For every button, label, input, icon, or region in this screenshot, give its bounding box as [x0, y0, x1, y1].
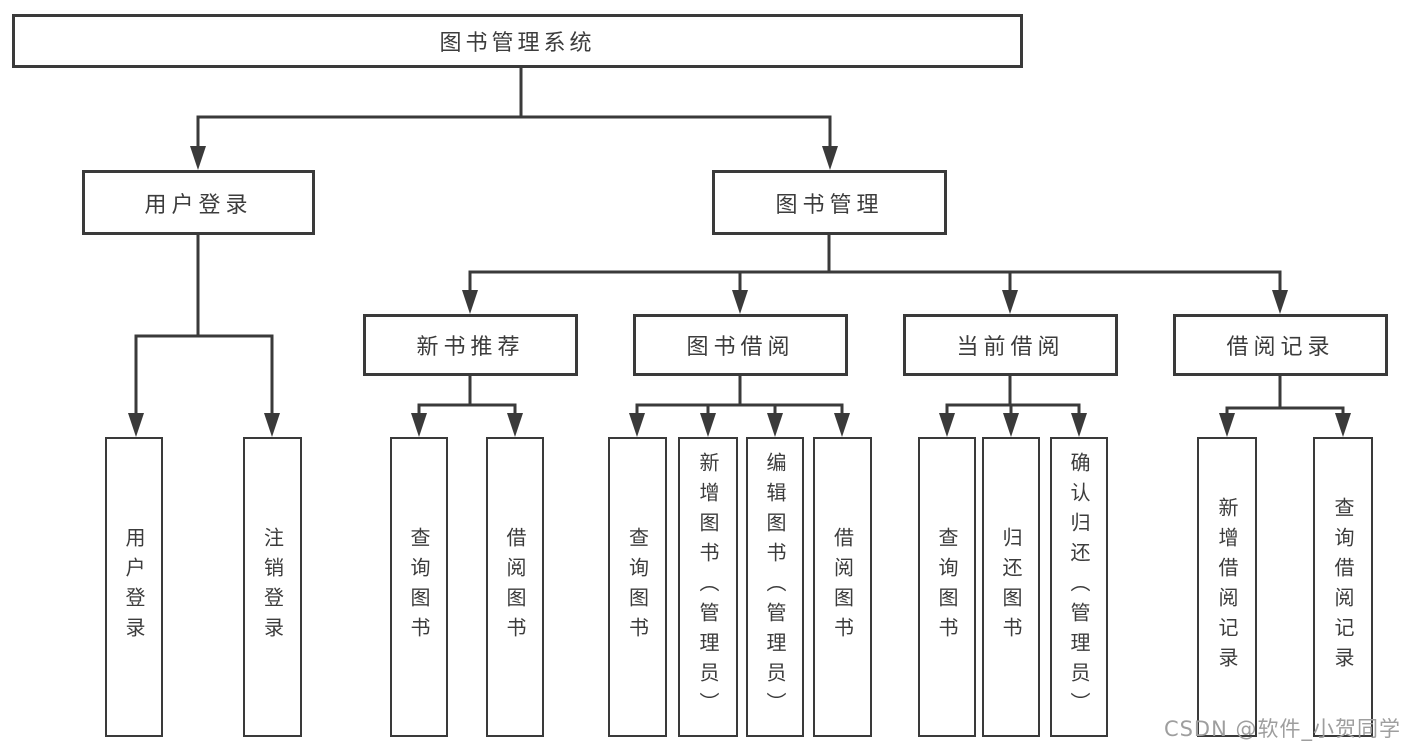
leaf-add-books-admin: 新增图书（管理员） [678, 437, 738, 737]
leaf-return-books: 归还图书 [982, 437, 1040, 737]
arrowhead-icon [767, 413, 783, 437]
arrowhead-icon [629, 413, 645, 437]
leaf-label: 注销登录 [260, 527, 285, 647]
leaf-logout: 注销登录 [243, 437, 302, 737]
arrowhead-icon [1071, 413, 1087, 437]
node-book-borrow: 图书借阅 [633, 314, 848, 376]
leaf-edit-books-admin: 编辑图书（管理员） [746, 437, 804, 737]
leaf-label: 确认归还（管理员） [1067, 452, 1091, 722]
connector-borrow-records [1225, 376, 1345, 420]
watermark: CSDN @软件_小贺同学 [1163, 717, 1401, 741]
leaf-label: 编辑图书（管理员） [763, 452, 787, 722]
leaf-add-borrow-record: 新增借阅记录 [1197, 437, 1257, 737]
arrowhead-icon [507, 413, 523, 437]
leaf-label: 查询图书 [625, 527, 650, 647]
leaf-label: 借阅图书 [830, 527, 855, 647]
arrowhead-icon [1272, 290, 1288, 314]
leaf-confirm-return-admin: 确认归还（管理员） [1050, 437, 1108, 737]
arrowhead-icon [190, 146, 206, 170]
arrowheads [128, 146, 1351, 437]
arrowhead-icon [732, 290, 748, 314]
node-new-book-recommend: 新书推荐 [363, 314, 578, 376]
node-borrow-records: 借阅记录 [1173, 314, 1388, 376]
connector-book-borrow [635, 376, 844, 420]
arrowhead-icon [411, 413, 427, 437]
arrowhead-icon [1002, 290, 1018, 314]
arrowhead-icon [1219, 413, 1235, 437]
node-root: 图书管理系统 [12, 14, 1023, 68]
arrowhead-icon [939, 413, 955, 437]
connector-book-mgmt [468, 235, 1282, 298]
leaf-user-login: 用户登录 [105, 437, 163, 737]
node-book-management: 图书管理 [712, 170, 947, 235]
arrowhead-icon [822, 146, 838, 170]
arrowhead-icon [128, 413, 144, 437]
arrowhead-icon [264, 413, 280, 437]
leaf-borrow-books: 借阅图书 [486, 437, 544, 737]
leaf-query-books: 查询图书 [608, 437, 667, 737]
leaf-query-books: 查询图书 [918, 437, 976, 737]
arrowhead-icon [700, 413, 716, 437]
leaf-query-borrow-record: 查询借阅记录 [1313, 437, 1373, 737]
leaf-borrow-books: 借阅图书 [813, 437, 872, 737]
node-current-borrow: 当前借阅 [903, 314, 1118, 376]
leaf-label: 用户登录 [122, 527, 146, 647]
leaf-query-books: 查询图书 [390, 437, 448, 737]
leaf-label: 查询图书 [935, 527, 959, 647]
arrowhead-icon [1335, 413, 1351, 437]
node-user-login-group: 用户登录 [82, 170, 315, 235]
arrowhead-icon [834, 413, 850, 437]
leaf-label: 查询图书 [407, 527, 431, 647]
leaf-label: 新增借阅记录 [1215, 497, 1239, 677]
leaf-label: 查询借阅记录 [1331, 497, 1355, 677]
connector-root [196, 66, 832, 152]
leaf-label: 新增图书（管理员） [696, 452, 720, 722]
connector-new-book [417, 376, 517, 420]
leaf-label: 归还图书 [999, 527, 1023, 647]
connector-user-login [134, 235, 274, 420]
arrowhead-icon [1003, 413, 1019, 437]
leaf-label: 借阅图书 [503, 527, 527, 647]
arrowhead-icon [462, 290, 478, 314]
